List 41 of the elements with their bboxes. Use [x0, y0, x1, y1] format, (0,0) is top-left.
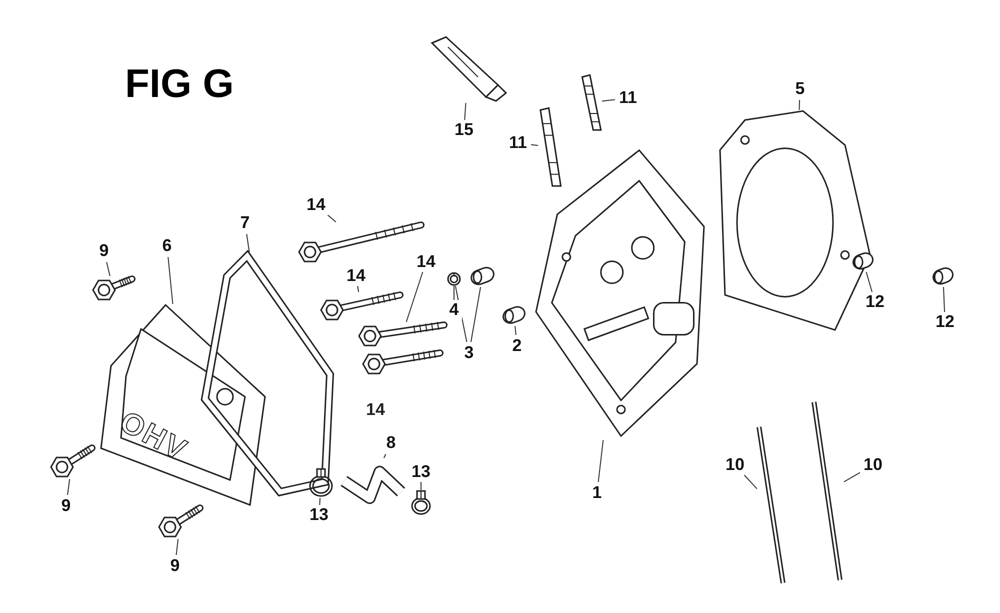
callout-number: 14 — [366, 400, 385, 420]
leader-line — [844, 472, 860, 482]
leader-line — [406, 272, 424, 322]
leader-line — [319, 498, 321, 506]
leader-line — [454, 286, 468, 342]
bolt-drawing — [320, 292, 402, 322]
push-rod-drawing — [757, 425, 787, 585]
leader-line — [383, 454, 386, 458]
leader-line — [168, 256, 174, 304]
leader-line — [106, 262, 110, 276]
stud-bolt-drawing — [538, 108, 562, 186]
leader-line — [942, 286, 946, 312]
figure-title: FIG G — [125, 62, 234, 107]
stud-bolt-drawing — [580, 75, 602, 130]
leader-line — [464, 102, 466, 120]
hose-clip-drawing — [308, 468, 334, 498]
spark-plug-drawing — [428, 35, 508, 103]
push-rod-drawing — [812, 400, 844, 582]
leader-line — [176, 538, 179, 556]
leader-line — [357, 286, 360, 292]
leader-line — [530, 144, 538, 146]
leader-line — [514, 326, 516, 336]
leader-line — [798, 100, 800, 110]
bolt-drawing — [358, 322, 446, 348]
leader-line — [246, 234, 250, 252]
leader-line — [470, 286, 482, 342]
o-ring-drawing — [447, 272, 461, 286]
bolt-drawing — [50, 445, 94, 479]
hose-clip-drawing — [410, 490, 432, 516]
cover-gasket-drawing — [200, 252, 335, 497]
embossed-text: OHV — [114, 405, 193, 469]
leader-line — [598, 440, 604, 482]
leader-line — [866, 272, 873, 292]
leader-line — [327, 214, 336, 222]
leader-line — [744, 474, 758, 490]
bolt-drawing — [92, 276, 134, 302]
leader-line — [602, 99, 616, 102]
leader-line — [420, 482, 422, 490]
leader-line — [67, 478, 70, 496]
bolt-drawing — [158, 505, 202, 539]
pin-drawing — [852, 250, 874, 272]
